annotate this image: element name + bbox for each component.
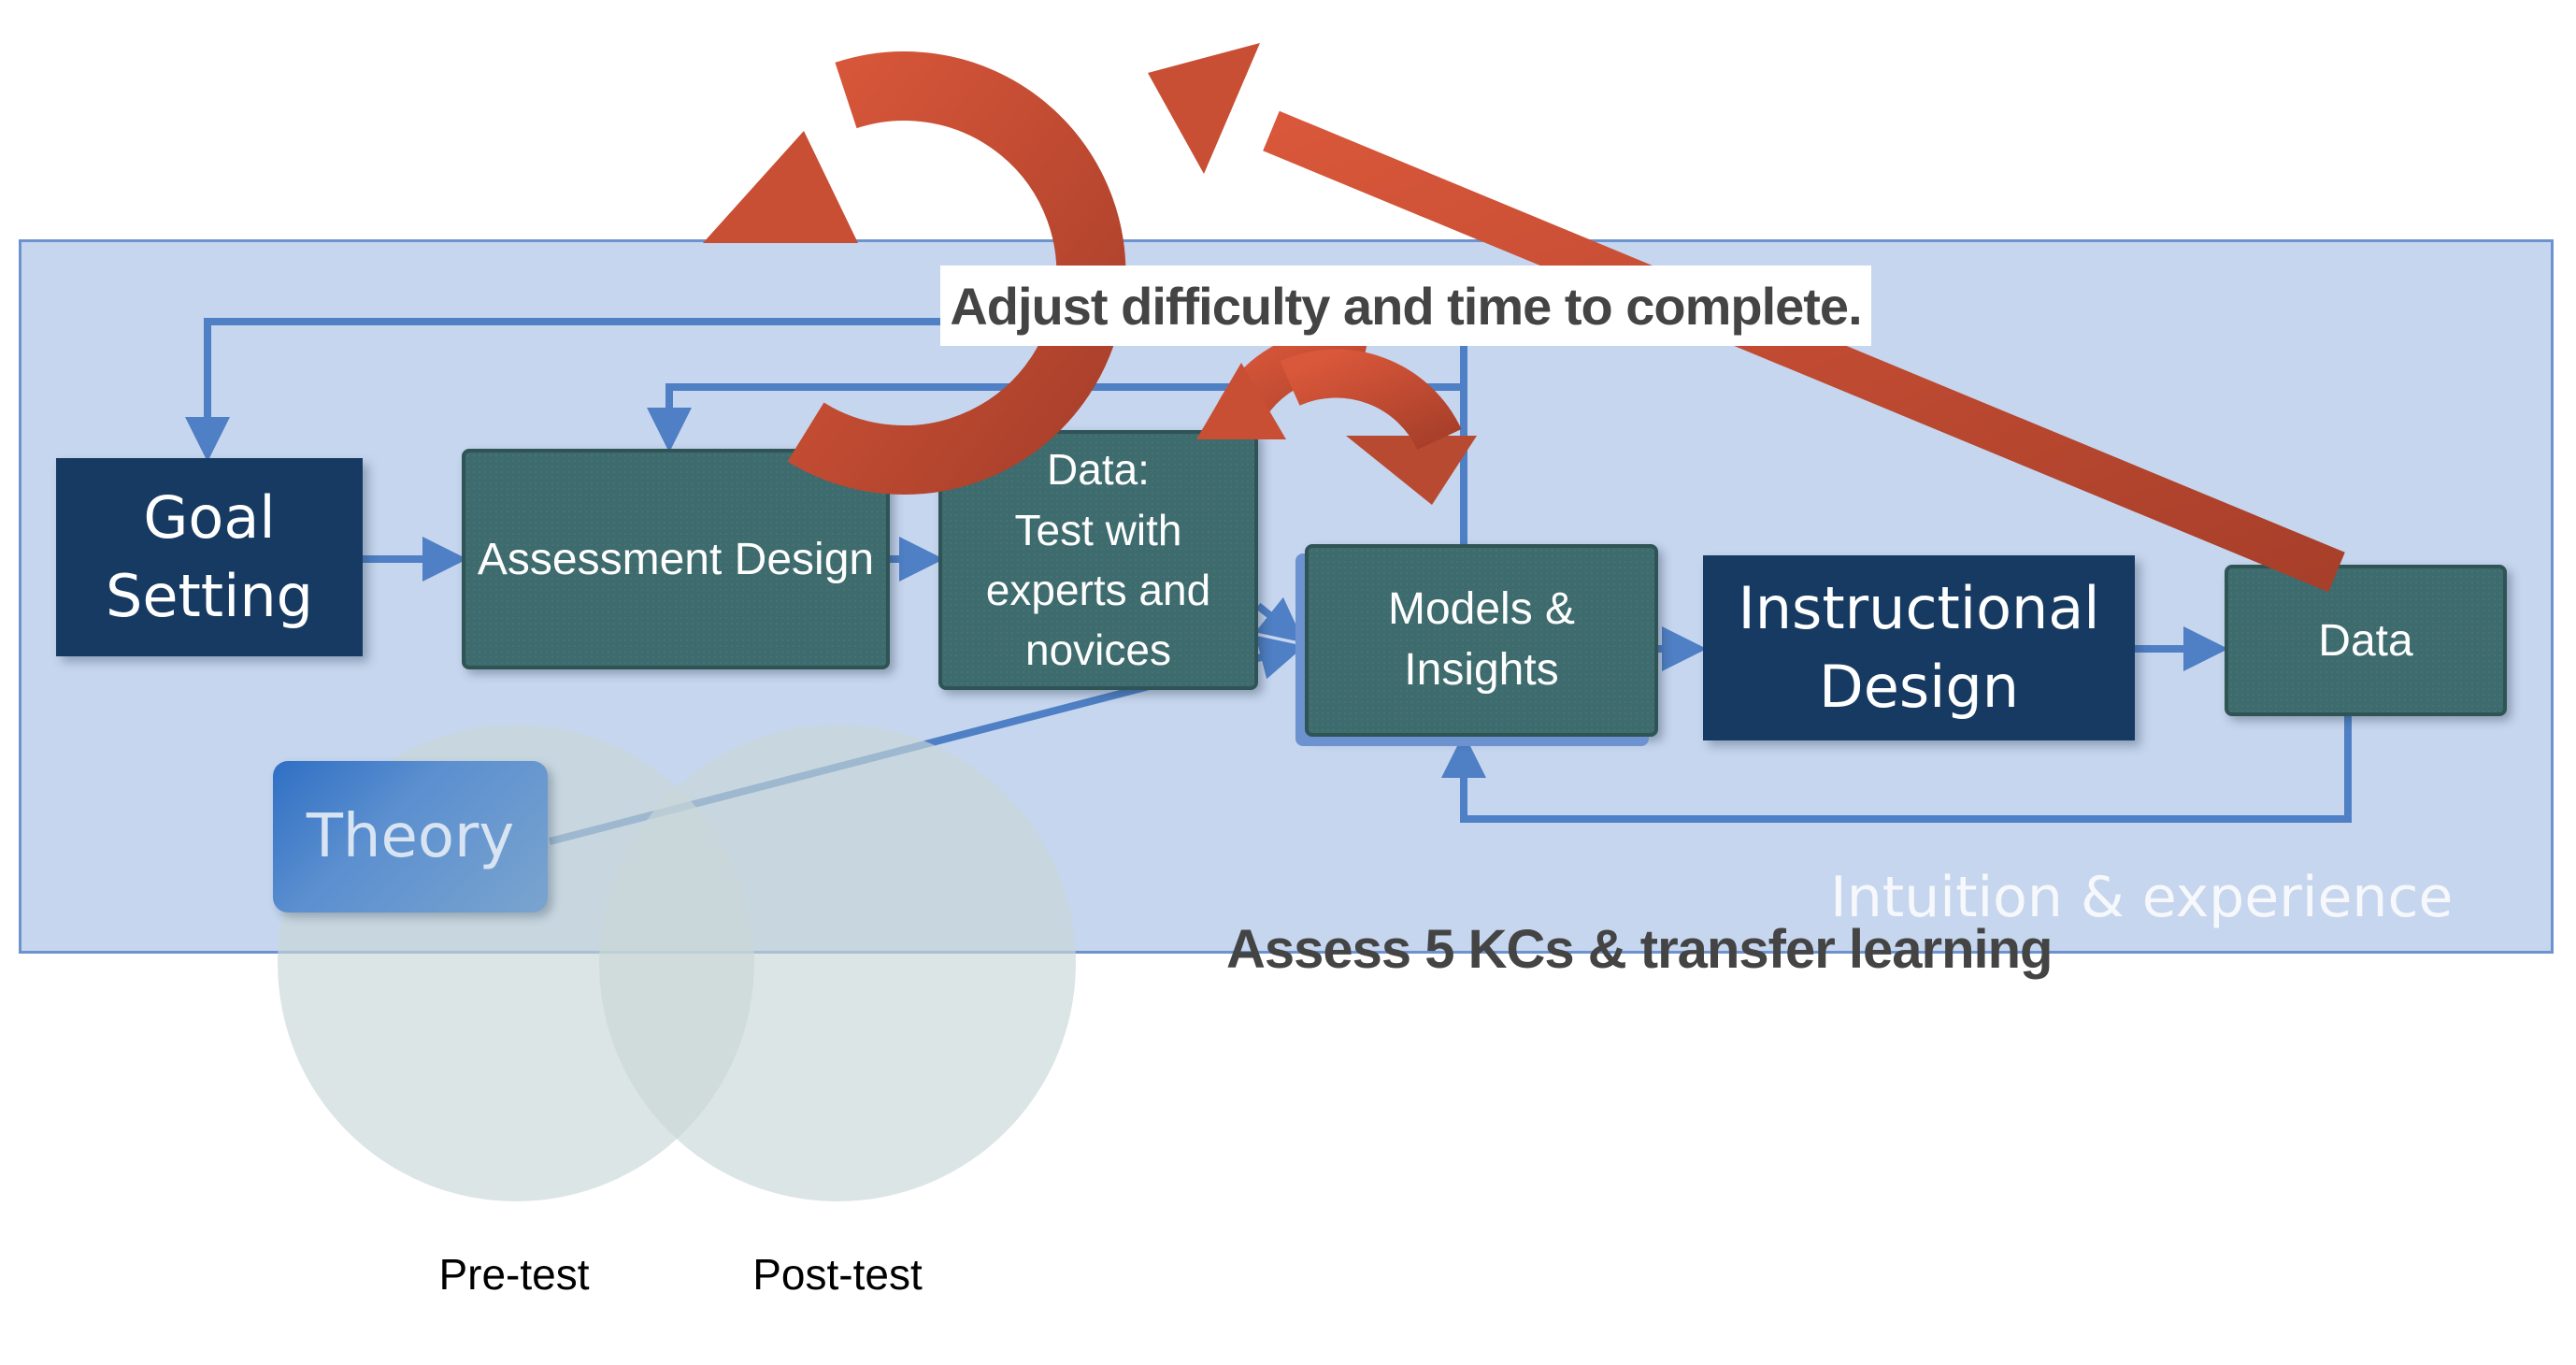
data-test-box: Data: Test with experts and novices xyxy=(938,430,1258,690)
theory-box: Theory xyxy=(273,761,548,912)
intuition-experience-label: Intuition & experience xyxy=(1830,865,2454,930)
assessment-design-box: Assessment Design xyxy=(462,449,890,669)
assess-kcs-label: Assess 5 KCs & transfer learning xyxy=(1226,919,2053,980)
data-to-models-arrow xyxy=(1254,596,1305,643)
pretest-label: Pre-test xyxy=(438,1250,590,1299)
posttest-label: Post-test xyxy=(752,1250,923,1299)
models-insights-box: Models & Insights xyxy=(1305,544,1658,737)
instructional-design-box: Instructional Design xyxy=(1703,555,2135,740)
posttest-circle xyxy=(599,725,1076,1201)
data-to-models-feedback-arrow xyxy=(1441,716,2352,823)
adjust-difficulty-label: Adjust difficulty and time to complete. xyxy=(940,266,1871,346)
goal-setting-box: Goal Setting xyxy=(56,458,363,656)
data-box: Data xyxy=(2225,565,2507,716)
